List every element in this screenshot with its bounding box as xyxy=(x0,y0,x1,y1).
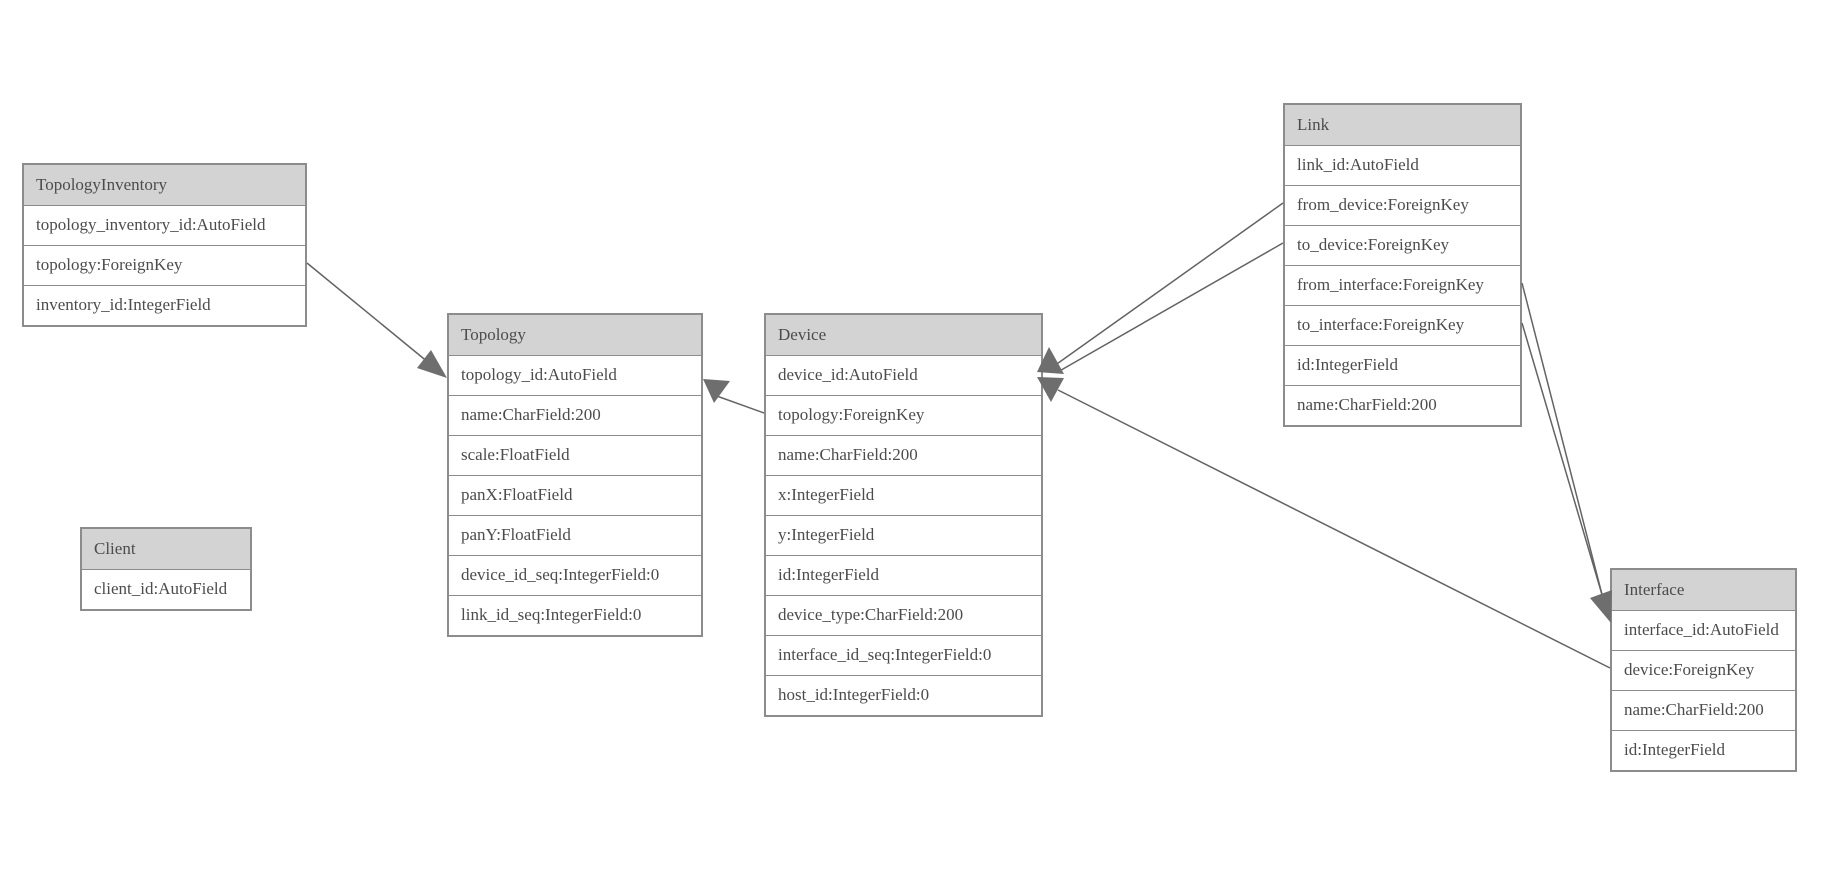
entity-title-link: Link xyxy=(1285,105,1520,145)
field-row: topology_id:AutoField xyxy=(449,355,701,395)
edge-device-topology xyxy=(713,394,765,414)
field-row: panX:FloatField xyxy=(449,475,701,515)
field-row: to_device:ForeignKey xyxy=(1285,225,1520,265)
arrowhead-link-interface xyxy=(1590,590,1612,623)
entity-title-device: Device xyxy=(766,315,1041,355)
edge-interface-device-device xyxy=(1057,389,1611,669)
field-row: scale:FloatField xyxy=(449,435,701,475)
field-row: panY:FloatField xyxy=(449,515,701,555)
field-row: id:IntegerField xyxy=(766,555,1041,595)
field-row: name:CharField:200 xyxy=(449,395,701,435)
edge-link-frominterface-interface xyxy=(1521,282,1607,611)
field-row: x:IntegerField xyxy=(766,475,1041,515)
entity-title-topology: Topology xyxy=(449,315,701,355)
field-row: client_id:AutoField xyxy=(82,569,250,609)
entity-title-topology-inventory: TopologyInventory xyxy=(24,165,305,205)
field-row: name:CharField:200 xyxy=(1285,385,1520,425)
field-row: link_id_seq:IntegerField:0 xyxy=(449,595,701,635)
field-row: y:IntegerField xyxy=(766,515,1041,555)
edge-link-fromdevice-device xyxy=(1053,202,1284,367)
entity-title-interface: Interface xyxy=(1612,570,1795,610)
edge-link-tointerface-interface xyxy=(1521,322,1609,616)
entity-device[interactable]: Device device_id:AutoField topology:Fore… xyxy=(764,313,1043,717)
arrowhead-topologyinventory-topology xyxy=(417,350,447,378)
entity-topology[interactable]: Topology topology_id:AutoField name:Char… xyxy=(447,313,703,637)
field-row: device_id_seq:IntegerField:0 xyxy=(449,555,701,595)
field-row: topology_inventory_id:AutoField xyxy=(24,205,305,245)
field-row: id:IntegerField xyxy=(1612,730,1795,770)
field-row: inventory_id:IntegerField xyxy=(24,285,305,325)
entity-link[interactable]: Link link_id:AutoField from_device:Forei… xyxy=(1283,103,1522,427)
arrowhead-device-topology xyxy=(703,379,730,403)
field-row: interface_id:AutoField xyxy=(1612,610,1795,650)
field-row: id:IntegerField xyxy=(1285,345,1520,385)
field-row: device_id:AutoField xyxy=(766,355,1041,395)
field-row: name:CharField:200 xyxy=(1612,690,1795,730)
entity-client[interactable]: Client client_id:AutoField xyxy=(80,527,252,611)
field-row: to_interface:ForeignKey xyxy=(1285,305,1520,345)
field-row: topology:ForeignKey xyxy=(766,395,1041,435)
entity-title-client: Client xyxy=(82,529,250,569)
field-row: host_id:IntegerField:0 xyxy=(766,675,1041,715)
field-row: from_interface:ForeignKey xyxy=(1285,265,1520,305)
field-row: interface_id_seq:IntegerField:0 xyxy=(766,635,1041,675)
edge-link-todevice-device xyxy=(1055,242,1284,374)
entity-interface[interactable]: Interface interface_id:AutoField device:… xyxy=(1610,568,1797,772)
field-row: device_type:CharField:200 xyxy=(766,595,1041,635)
field-row: name:CharField:200 xyxy=(766,435,1041,475)
field-row: topology:ForeignKey xyxy=(24,245,305,285)
edge-topologyinventory-topology xyxy=(306,262,441,373)
field-row: from_device:ForeignKey xyxy=(1285,185,1520,225)
field-row: link_id:AutoField xyxy=(1285,145,1520,185)
entity-topology-inventory[interactable]: TopologyInventory topology_inventory_id:… xyxy=(22,163,307,327)
field-row: device:ForeignKey xyxy=(1612,650,1795,690)
